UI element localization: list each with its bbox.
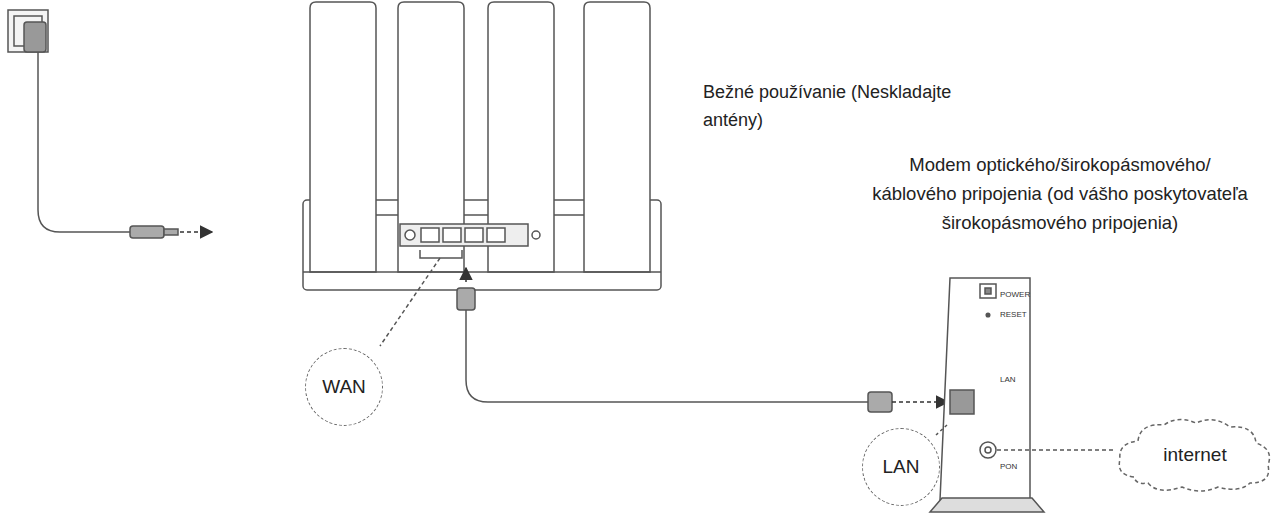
port-callout: LAN bbox=[862, 428, 940, 506]
button-label: POWER bbox=[1000, 290, 1040, 300]
node-text: LAN bbox=[883, 456, 920, 478]
button-label: RESET bbox=[1000, 310, 1040, 320]
modem-caption: Modem optického/širokopásmového/ káblové… bbox=[868, 150, 1252, 237]
port-label: LAN bbox=[1000, 375, 1030, 385]
port-callout: WAN bbox=[305, 348, 383, 426]
node-text: WAN bbox=[322, 376, 366, 398]
ethernet-cable bbox=[457, 268, 948, 412]
modem bbox=[930, 278, 1114, 512]
port-label: PON bbox=[1000, 462, 1030, 472]
cloud-shape: internet bbox=[1114, 415, 1276, 495]
usage-note: Bežné používanie (Neskladajte antény) bbox=[703, 78, 983, 134]
router bbox=[303, 2, 661, 346]
node-text: internet bbox=[1163, 444, 1226, 466]
wall-outlet bbox=[8, 10, 212, 238]
